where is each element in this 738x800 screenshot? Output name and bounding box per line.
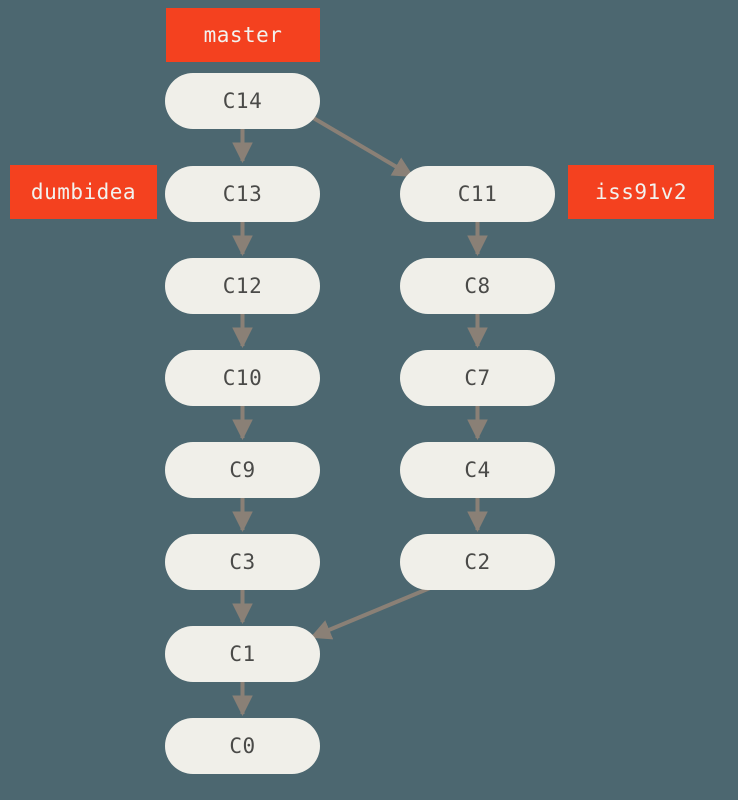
commit-node-c12[interactable]: C12 bbox=[165, 258, 320, 314]
edge-c14-c11 bbox=[308, 114, 414, 178]
branch-label-master[interactable]: master bbox=[166, 8, 320, 62]
branch-label-iss91v2[interactable]: iss91v2 bbox=[568, 165, 714, 219]
commit-node-c2[interactable]: C2 bbox=[400, 534, 555, 590]
commit-node-c7[interactable]: C7 bbox=[400, 350, 555, 406]
commit-node-c14[interactable]: C14 bbox=[165, 73, 320, 129]
commit-node-c4[interactable]: C4 bbox=[400, 442, 555, 498]
commit-node-c8[interactable]: C8 bbox=[400, 258, 555, 314]
commit-node-c10[interactable]: C10 bbox=[165, 350, 320, 406]
edge-c2-c1 bbox=[310, 586, 431, 640]
commit-node-c9[interactable]: C9 bbox=[165, 442, 320, 498]
commit-node-c1[interactable]: C1 bbox=[165, 626, 320, 682]
commit-node-c11[interactable]: C11 bbox=[400, 166, 555, 222]
commit-node-c0[interactable]: C0 bbox=[165, 718, 320, 774]
commit-node-c13[interactable]: C13 bbox=[165, 166, 320, 222]
commit-node-c3[interactable]: C3 bbox=[165, 534, 320, 590]
branch-label-dumbidea[interactable]: dumbidea bbox=[10, 165, 157, 219]
